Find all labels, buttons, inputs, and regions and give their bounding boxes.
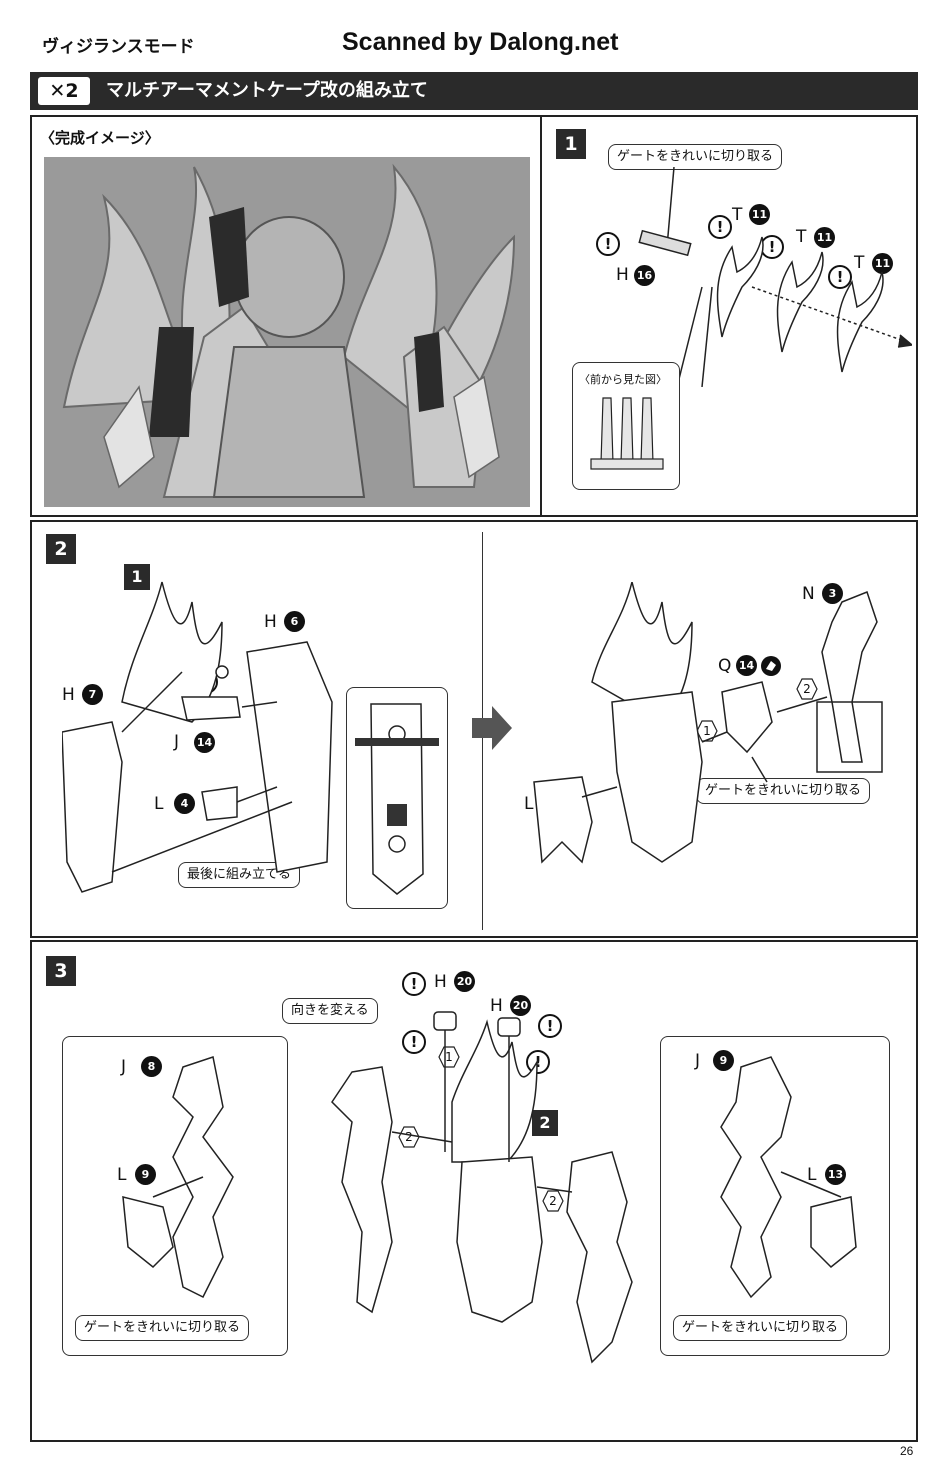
part-number-20: 20 <box>454 971 475 992</box>
warning-icon: ! <box>708 215 732 239</box>
step2-left-illustration <box>62 581 333 893</box>
part-letter-j: J <box>174 732 180 752</box>
part-number-20: 20 <box>510 995 531 1016</box>
watermark: Scanned by Dalong.net <box>342 28 619 56</box>
part-letter-t: T <box>854 253 865 273</box>
warning-icon: ! <box>828 265 852 289</box>
section-title: マルチアーマメントケープ改の組み立て <box>106 80 428 101</box>
front-view-label: 〈前から見た図〉 <box>579 373 667 386</box>
part-number-11: 11 <box>749 204 770 225</box>
detail-illustration <box>355 703 439 895</box>
part-number-7: 7 <box>82 684 103 705</box>
arrow-right-icon <box>472 706 512 750</box>
sticker-icon <box>761 656 781 676</box>
part-letter-t: T <box>796 227 807 247</box>
step1-gate-note: ゲートをきれいに切り取る <box>608 144 783 170</box>
part-number-11: 11 <box>814 227 835 248</box>
step2-panel: 2 1 H 7 H 6 ! J 14 L 4 最後に組み立てる <box>30 520 918 938</box>
mode-label: ヴィジランスモード <box>42 37 195 57</box>
step3-gate-note-right: ゲートをきれいに切り取る <box>673 1315 848 1341</box>
part-number-4: 4 <box>174 793 195 814</box>
step1-panel: 1 ゲートをきれいに切り取る ! H 16 ! T 11 ! T 11 ! T … <box>540 115 918 517</box>
part-letter-l: L <box>524 794 534 814</box>
part-letter-h: H <box>616 265 629 285</box>
part-number-14: 14 <box>736 655 757 676</box>
part-number-3: 3 <box>822 583 843 604</box>
step1-number: 1 <box>556 129 586 159</box>
left-callout: J 8 L 9 ゲートをきれいに切り取る <box>62 1036 288 1356</box>
warning-icon: ! <box>526 1050 550 1074</box>
front-view-callout: 〈前から見た図〉 <box>572 362 680 490</box>
step3-turn-note: 向きを変える <box>282 998 378 1024</box>
part-letter-l: L <box>154 794 164 814</box>
warning-icon: ! <box>596 232 620 256</box>
preview-label: 〈完成イメージ〉 <box>40 129 160 147</box>
part-letter-h: H <box>490 996 503 1016</box>
sequence-2: 2 <box>398 1126 420 1148</box>
preview-panel: 〈完成イメージ〉 <box>30 115 542 517</box>
step2-ref-step: 1 <box>124 564 150 590</box>
part-number-9: 9 <box>135 1164 156 1185</box>
step2-last-note: 最後に組み立てる <box>178 862 301 888</box>
part-letter-h: H <box>264 612 277 632</box>
warning-icon: ! <box>402 972 426 996</box>
part-letter-j: J <box>695 1051 701 1071</box>
sequence-2-label: 2 <box>549 1194 557 1208</box>
detail-callout <box>346 687 448 909</box>
left-parts-illustration <box>122 1056 234 1299</box>
part-letter-t: T <box>732 205 743 225</box>
sequence-2: 2 <box>796 678 818 700</box>
part-number-11: 11 <box>872 253 893 274</box>
step2-right-illustration <box>533 582 883 864</box>
part-number-14: 14 <box>194 732 215 753</box>
part-number-6: 6 <box>284 611 305 632</box>
right-callout: J 9 L 13 ゲートをきれいに切り取る <box>660 1036 890 1356</box>
part-letter-q: Q <box>718 656 732 676</box>
part-letter-h: H <box>62 685 75 705</box>
step2-gate-note: ゲートをきれいに切り取る <box>696 778 871 804</box>
part-letter-l: L <box>117 1165 127 1185</box>
part-number-8: 8 <box>141 1056 162 1077</box>
sequence-2: 2 <box>542 1190 564 1212</box>
warning-icon: ! <box>538 1014 562 1038</box>
step2-number: 2 <box>46 534 76 564</box>
warning-icon: ! <box>402 1030 426 1054</box>
part-letter-l: L <box>807 1165 817 1185</box>
step3-ref-step: 2 <box>532 1110 558 1136</box>
quantity-badge: ✕2 <box>38 77 90 105</box>
sequence-1-label: 1 <box>445 1050 453 1064</box>
part-number-13: 13 <box>825 1164 846 1185</box>
completed-figure-image <box>44 157 530 507</box>
step3-main-illustration <box>331 1011 633 1364</box>
page-number: 26 <box>900 1444 914 1458</box>
part-number-9: 9 <box>713 1050 734 1071</box>
part-number-16: 16 <box>634 265 655 286</box>
sequence-2-label: 2 <box>803 682 811 696</box>
part-letter-h: H <box>434 972 447 992</box>
section-title-bar: ✕2 マルチアーマメントケープ改の組み立て <box>30 72 918 110</box>
sequence-1: 1 <box>696 720 718 742</box>
part-letter-j: J <box>121 1057 127 1077</box>
right-parts-illustration <box>720 1056 857 1299</box>
step3-number: 3 <box>46 956 76 986</box>
sequence-2-label: 2 <box>405 1130 413 1144</box>
step1-parts-illustration <box>638 167 912 387</box>
step3-panel: 3 J 8 L 9 ゲートをきれいに切り取る J 9 L 13 ゲートをきれいに… <box>30 940 918 1442</box>
part-letter-n: N <box>802 584 815 604</box>
sequence-1-label: 1 <box>703 724 711 738</box>
step3-gate-note-left: ゲートをきれいに切り取る <box>75 1315 250 1341</box>
sequence-1: 1 <box>438 1046 460 1068</box>
front-view-illustration <box>590 397 664 470</box>
